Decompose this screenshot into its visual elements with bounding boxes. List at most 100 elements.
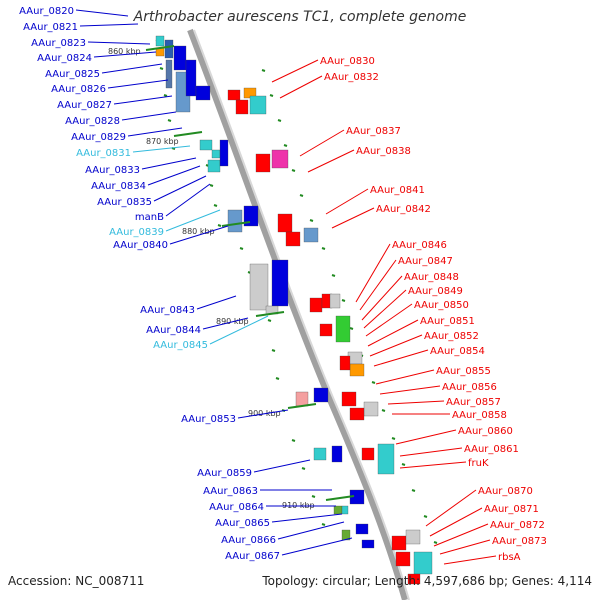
right-gene-connector	[361, 275, 403, 321]
left-gene-label: AAur_0864	[209, 502, 264, 513]
right-gene-connector	[443, 555, 497, 565]
left-gene-connector	[202, 317, 249, 330]
gene-feature	[227, 89, 241, 101]
gene-feature	[341, 505, 349, 515]
left-gene-connector	[169, 225, 229, 245]
kbp-tick	[173, 131, 203, 137]
gene-feature	[361, 539, 375, 549]
right-gene-label: AAur_0857	[446, 397, 501, 408]
right-gene-connector	[325, 188, 369, 215]
gene-feature	[349, 363, 365, 377]
left-gene-label: AAur_0863	[203, 486, 258, 497]
right-gene-connector	[379, 385, 441, 395]
left-gene-connector	[271, 513, 343, 523]
left-gene-label: AAur_0831	[76, 148, 131, 159]
right-gene-label: AAur_0841	[370, 185, 425, 196]
gene-feature	[405, 529, 421, 545]
tick-mark	[299, 194, 304, 197]
tick-mark	[269, 94, 274, 97]
left-gene-connector	[209, 315, 269, 345]
right-gene-label: AAur_0855	[436, 366, 491, 377]
left-gene-label: AAur_0823	[31, 38, 86, 49]
right-gene-connector	[399, 447, 463, 457]
gene-feature	[341, 391, 357, 407]
left-gene-connector	[101, 63, 163, 74]
left-gene-label: AAur_0867	[225, 551, 280, 562]
left-gene-label: AAur_0866	[221, 535, 276, 546]
left-gene-label: AAur_0820	[19, 6, 74, 17]
right-gene-connector	[429, 507, 483, 537]
tick-mark	[213, 204, 218, 207]
gene-feature	[227, 209, 243, 233]
gene-feature	[185, 59, 197, 97]
left-gene-label: AAur_0829	[71, 132, 126, 143]
gene-feature	[395, 551, 411, 567]
left-gene-label: AAur_0825	[45, 69, 100, 80]
tick-mark	[433, 541, 438, 544]
gene-feature	[349, 407, 365, 421]
tick-mark	[423, 515, 428, 518]
left-gene-connector	[237, 409, 289, 419]
right-gene-label: AAur_0852	[424, 331, 479, 342]
gene-feature	[329, 293, 341, 309]
right-gene-connector	[399, 461, 467, 469]
tick-mark	[309, 219, 314, 222]
accession-text: Accession: NC_008711	[8, 574, 145, 588]
right-gene-connector	[299, 129, 345, 157]
gene-feature	[271, 149, 289, 169]
gene-feature	[207, 159, 221, 173]
left-gene-label: AAur_0821	[23, 22, 78, 33]
left-gene-label: AAur_0859	[197, 468, 252, 479]
left-gene-label: AAur_0843	[140, 305, 195, 316]
right-gene-label: AAur_0854	[430, 346, 485, 357]
left-gene-label: AAur_0844	[146, 325, 201, 336]
tick-mark	[391, 437, 396, 440]
left-gene-connector	[165, 209, 221, 232]
kbp-label: 870 kbp	[146, 137, 179, 146]
left-gene-connector	[141, 157, 197, 170]
right-gene-connector	[307, 149, 355, 173]
left-gene-label: AAur_0828	[65, 116, 120, 127]
tick-mark	[411, 489, 416, 492]
right-gene-connector	[271, 59, 319, 83]
gene-feature	[164, 39, 174, 59]
right-gene-connector	[387, 400, 445, 405]
gene-feature	[211, 149, 221, 159]
left-gene-connector	[132, 145, 191, 153]
left-gene-connector	[127, 127, 183, 137]
tick-mark	[271, 349, 276, 352]
right-gene-connector	[355, 243, 391, 303]
tick-mark	[371, 381, 376, 384]
left-gene-label: AAur_0833	[85, 165, 140, 176]
tick-mark	[159, 67, 164, 70]
tick-mark	[311, 495, 316, 498]
tick-mark	[283, 144, 288, 147]
gene-feature	[195, 85, 211, 101]
left-gene-connector	[87, 41, 151, 45]
left-gene-label: AAur_0839	[109, 227, 164, 238]
right-gene-connector	[425, 489, 477, 527]
gene-feature	[309, 297, 323, 313]
gene-feature	[355, 523, 369, 535]
right-gene-label: AAur_0849	[408, 286, 463, 297]
gene-feature	[219, 139, 229, 167]
gene-feature	[377, 443, 395, 475]
gene-feature	[235, 99, 249, 115]
right-gene-connector	[375, 369, 435, 385]
right-gene-connector	[433, 523, 489, 547]
left-gene-connector	[165, 183, 211, 217]
gene-feature	[331, 445, 343, 463]
left-gene-labels: AAur_0820AAur_0821AAur_0823AAur_0824AAur…	[19, 6, 353, 562]
right-gene-label: AAur_0858	[452, 410, 507, 421]
kbp-tick	[287, 403, 317, 409]
right-gene-label: AAur_0830	[320, 56, 375, 67]
right-gene-label: AAur_0842	[376, 204, 431, 215]
kbp-tick	[255, 311, 285, 317]
right-gene-label: AAur_0846	[392, 240, 447, 251]
tick-mark	[341, 299, 346, 302]
kbp-tick	[145, 45, 175, 51]
right-gene-connector	[373, 349, 429, 367]
left-gene-connector	[153, 175, 207, 202]
